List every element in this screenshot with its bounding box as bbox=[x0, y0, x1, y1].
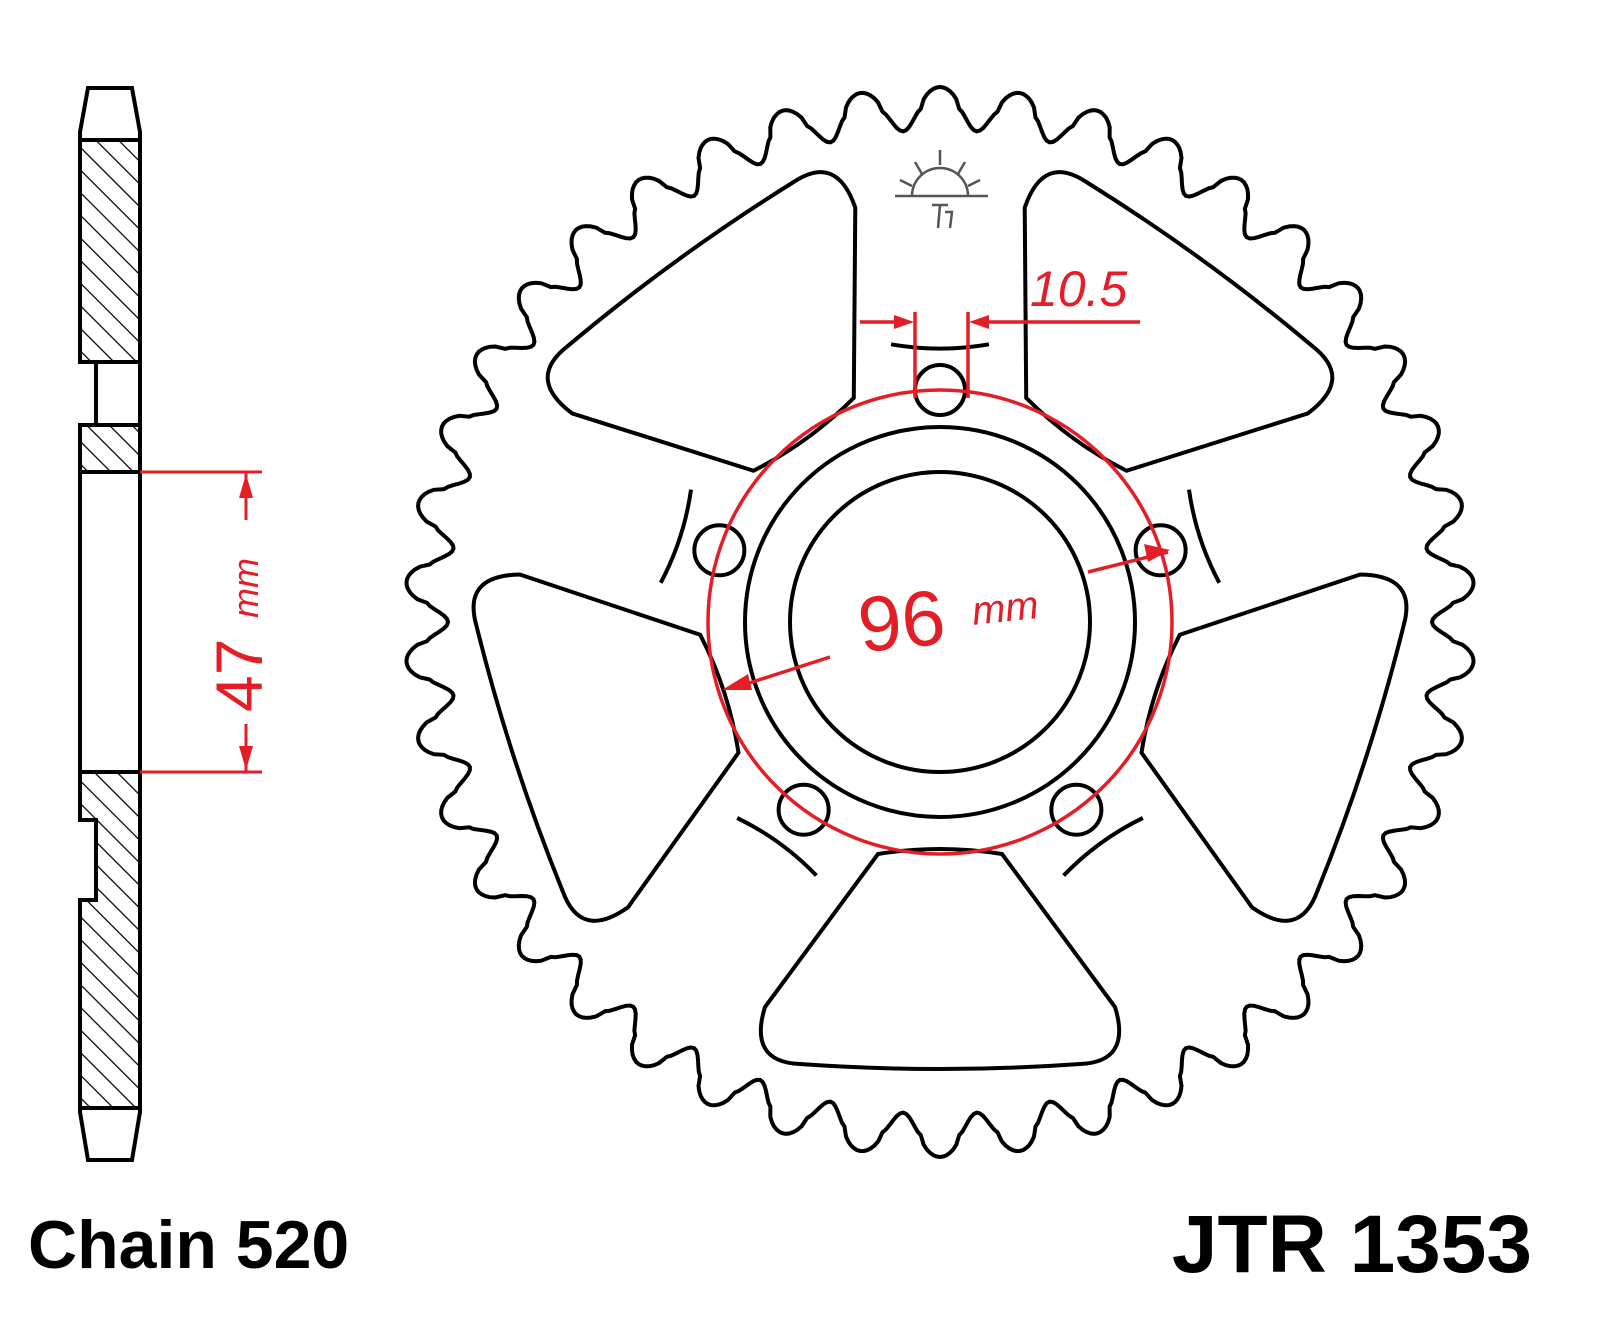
hub-boundary-arc bbox=[658, 489, 693, 584]
pcd-value: 96 bbox=[854, 573, 949, 670]
arrow-up-icon bbox=[239, 474, 253, 498]
hatch-lower bbox=[80, 900, 138, 1108]
window-cutout bbox=[758, 847, 1122, 1071]
bore-value: 47 bbox=[202, 639, 276, 712]
hub-boundary-arc bbox=[736, 816, 818, 877]
hatch-step-lower bbox=[96, 820, 138, 900]
hub-boundary-arc bbox=[1187, 489, 1222, 584]
arrow-down-icon bbox=[239, 746, 253, 770]
jt-logo-icon bbox=[895, 150, 988, 229]
arrow-right-icon bbox=[1144, 544, 1170, 562]
part-number: JTR 1353 bbox=[1172, 1199, 1532, 1290]
bolt-hole bbox=[1049, 782, 1104, 837]
window-cutout bbox=[1139, 572, 1409, 923]
arrow-left-icon bbox=[969, 315, 989, 329]
side-view bbox=[78, 86, 142, 1162]
center-bore bbox=[788, 470, 1092, 774]
lightening-windows bbox=[471, 170, 1409, 1071]
window-cutout bbox=[1022, 170, 1335, 473]
pcd-circle bbox=[706, 388, 1174, 856]
pcd-unit: mm bbox=[970, 583, 1041, 634]
sprocket-teeth-outline bbox=[404, 84, 1476, 1160]
bolt-hole bbox=[692, 523, 747, 578]
bore-unit: mm bbox=[225, 558, 266, 618]
hatch-hub-lower bbox=[80, 772, 138, 820]
pcd-dimension bbox=[706, 388, 1174, 856]
chain-label: Chain 520 bbox=[28, 1207, 349, 1283]
hub-ring-outer bbox=[743, 425, 1137, 819]
bolt-hole bbox=[776, 782, 831, 837]
bore-dimension bbox=[140, 470, 262, 774]
arrow-right-icon bbox=[894, 315, 914, 329]
side-outline bbox=[78, 86, 142, 1162]
hatch-hub-upper bbox=[80, 425, 138, 472]
bolt-hole-value: 10.5 bbox=[1030, 261, 1128, 317]
arrow-left-icon bbox=[722, 674, 752, 690]
window-cutout bbox=[545, 170, 858, 473]
front-view bbox=[404, 84, 1476, 1160]
bolt-hole-dimension bbox=[860, 312, 1140, 398]
hub-boundary-arc bbox=[1062, 816, 1144, 877]
bolt-hole bbox=[1133, 523, 1188, 578]
window-cutout bbox=[471, 572, 741, 923]
hub-boundary-arc bbox=[890, 342, 990, 351]
hatch-upper bbox=[80, 140, 138, 362]
